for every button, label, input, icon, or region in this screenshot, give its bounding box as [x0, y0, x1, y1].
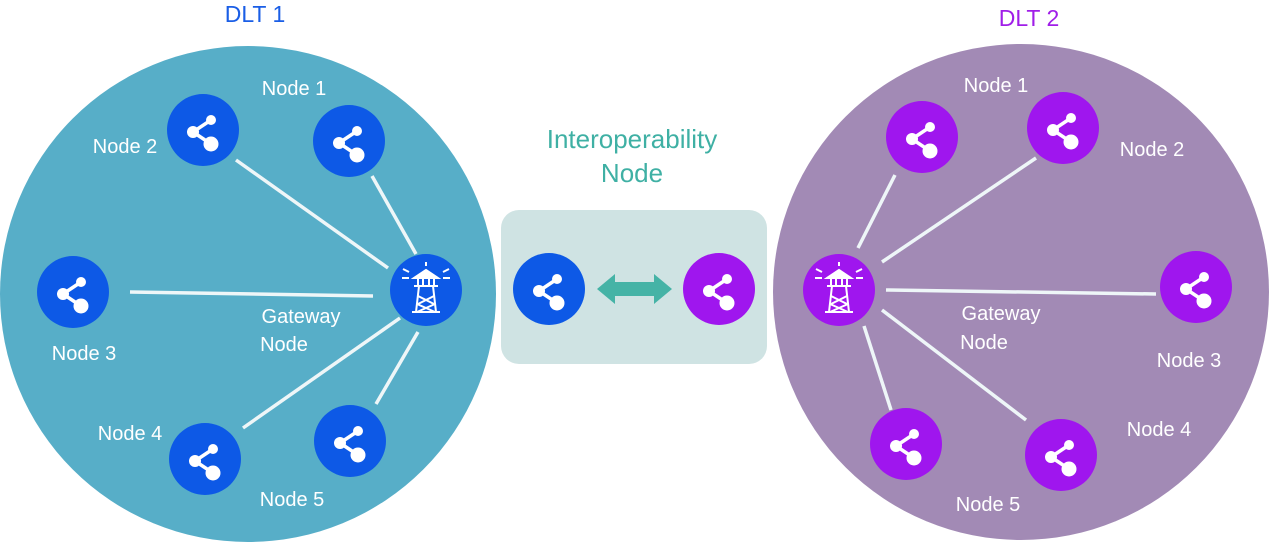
interop-dlt2-node[interactable] — [683, 253, 755, 325]
dlt2-node-2[interactable] — [1027, 92, 1099, 164]
node-icon-circle — [313, 105, 385, 177]
node-icon-circle — [37, 256, 109, 328]
dlt1-node-5-label: Node 5 — [260, 489, 325, 511]
dlt1-node-3[interactable] — [37, 256, 109, 328]
dlt1-node-1-label: Node 1 — [262, 78, 327, 100]
dlt1-gateway-node[interactable] — [390, 254, 462, 326]
dlt2-node-1[interactable] — [886, 101, 958, 173]
node-icon-circle — [1027, 92, 1099, 164]
dlt2-node-5[interactable] — [870, 408, 942, 480]
node-icon-circle — [314, 405, 386, 477]
node-icon-circle — [886, 101, 958, 173]
dlt1-node-2[interactable] — [167, 94, 239, 166]
dlt2-node-2-label: Node 2 — [1120, 139, 1185, 161]
node-icon-circle — [1025, 419, 1097, 491]
dlt2-node-1-label: Node 1 — [964, 75, 1029, 97]
node-icon-circle — [683, 253, 755, 325]
dlt1-node-5[interactable] — [314, 405, 386, 477]
interop-title-line2: Node — [601, 158, 663, 188]
node-icon-circle — [169, 423, 241, 495]
dlt2-network: DLT 2 Node 1 Node 2 Node 3 Node 4 — [773, 5, 1269, 540]
dlt2-node-4[interactable] — [1025, 419, 1097, 491]
dlt1-network: DLT 1 Node 1 Node 2 Node 3 Node 4 — [0, 1, 496, 542]
node-icon-circle — [167, 94, 239, 166]
dlt1-node-2-label: Node 2 — [93, 136, 158, 158]
dlt2-gateway-label-line2: Node — [960, 332, 1008, 354]
dlt2-title: DLT 2 — [999, 5, 1060, 31]
dlt1-node-4[interactable] — [169, 423, 241, 495]
node-icon-circle — [1160, 251, 1232, 323]
dlt1-gateway-label-line1: Gateway — [262, 306, 341, 328]
interop-dlt1-node[interactable] — [513, 253, 585, 325]
double-arrow-icon — [597, 274, 672, 304]
interop-node: Interoperability Node — [501, 124, 767, 364]
node-icon-circle — [513, 253, 585, 325]
dlt1-node-1[interactable] — [313, 105, 385, 177]
dlt1-links — [129, 158, 420, 430]
node-icon-circle — [870, 408, 942, 480]
dlt2-links — [856, 156, 1157, 422]
dlt2-node-5-label: Node 5 — [956, 494, 1021, 516]
dlt2-node-3[interactable] — [1160, 251, 1232, 323]
dlt1-node-3-label: Node 3 — [52, 343, 117, 365]
dlt2-gateway-node[interactable] — [803, 254, 875, 326]
dlt2-node-3-label: Node 3 — [1157, 350, 1222, 372]
interop-title-line1: Interoperability — [547, 124, 718, 154]
dlt1-gateway-label-line2: Node — [260, 334, 308, 356]
dlt1-node-4-label: Node 4 — [98, 423, 163, 445]
dlt2-node-4-label: Node 4 — [1127, 419, 1192, 441]
dlt2-gateway-label-line1: Gateway — [962, 303, 1041, 325]
dlt1-title: DLT 1 — [225, 1, 286, 27]
